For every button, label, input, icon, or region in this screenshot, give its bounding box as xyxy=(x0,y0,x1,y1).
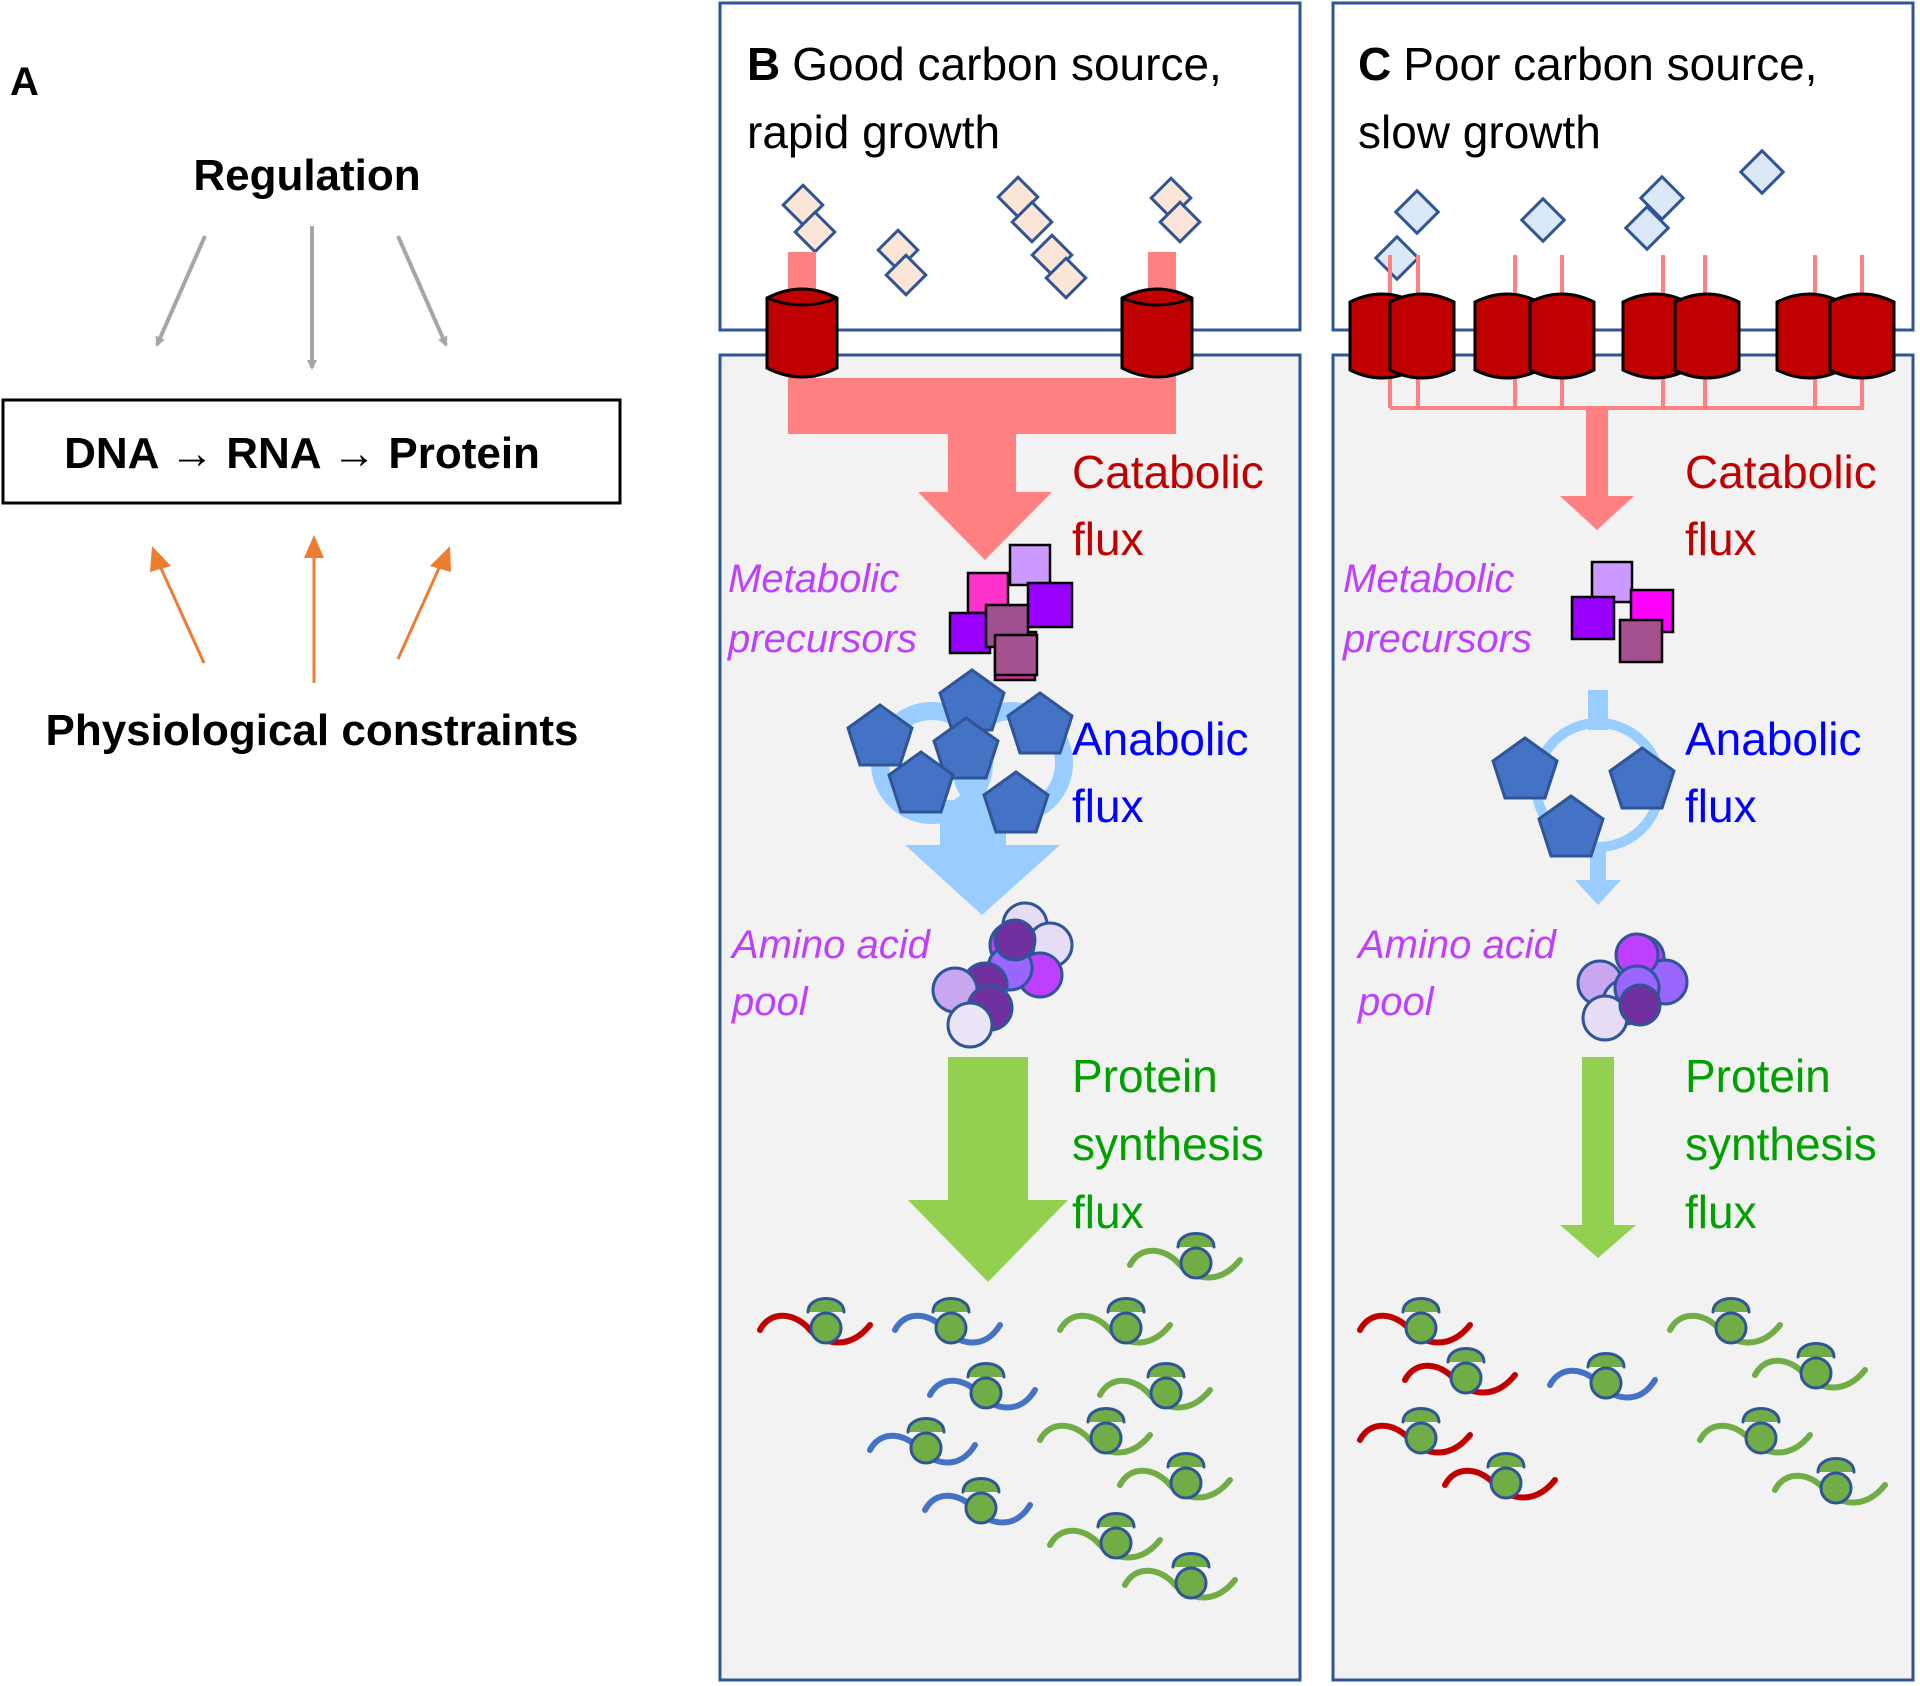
panel-b-aa-label-2: pool xyxy=(731,980,809,1024)
panel-b-synth-label-3: flux xyxy=(1072,1186,1144,1238)
metabolic-precursors xyxy=(948,543,1074,682)
central-dogma-label: DNA → RNA → Protein xyxy=(64,429,540,478)
panel-b-title-line2: rapid growth xyxy=(747,106,1000,158)
ribosomes xyxy=(757,1232,1243,1601)
panel-b-anabolic-label-1: Anabolic xyxy=(1072,713,1248,765)
constraint-arrow-right xyxy=(396,565,442,660)
panel-b-aa-label-1: Amino acid xyxy=(730,923,932,967)
panel-b-synth-label-1: Protein xyxy=(1072,1050,1218,1102)
transporter-2 xyxy=(1120,287,1194,379)
constraint-arrow-left xyxy=(158,565,206,664)
panel-c-synth-label-1: Protein xyxy=(1685,1050,1831,1102)
regulation-arrows xyxy=(155,226,448,370)
panel-a: A Regulation DNA → RNA → Protein Physiol… xyxy=(1,60,622,755)
protein-synthesis-flux-arrow xyxy=(908,1057,1068,1282)
metabolic-precursors-poor xyxy=(1570,560,1675,664)
enzymes xyxy=(846,668,1074,834)
panel-a-letter: A xyxy=(10,60,39,104)
enzymes-poor xyxy=(1491,736,1676,858)
catabolic-flux-arrow-poor xyxy=(1560,406,1634,530)
transporters xyxy=(765,287,1194,379)
ribosomes-poor xyxy=(1357,1297,1888,1506)
panel-c-anabolic-label-1: Anabolic xyxy=(1685,713,1861,765)
protein-synthesis-flux-arrow-poor xyxy=(1560,1057,1636,1258)
constraint-arrows xyxy=(150,535,451,683)
panel-c-catabolic-label-1: Catabolic xyxy=(1685,446,1877,498)
panel-c-catabolic-label-2: flux xyxy=(1685,513,1757,565)
regulation-label: Regulation xyxy=(193,151,420,200)
panel-c-synth-label-3: flux xyxy=(1685,1186,1757,1238)
panel-b-precursors-label-2: precursors xyxy=(727,617,917,661)
transporters-many xyxy=(1348,292,1896,380)
amino-acid-pool xyxy=(931,901,1074,1049)
panel-b-synth-label-2: synthesis xyxy=(1072,1118,1264,1170)
panel-c-precursors-label-2: precursors xyxy=(1342,617,1532,661)
panel-c-aa-label-2: pool xyxy=(1357,980,1435,1024)
panel-b-precursors-label-1: Metabolic xyxy=(728,557,899,601)
panel-b-anabolic-label-2: flux xyxy=(1072,780,1144,832)
panel-c-precursors-label-1: Metabolic xyxy=(1343,557,1514,601)
constraints-label: Physiological constraints xyxy=(45,706,578,755)
panel-b-catabolic-label-1: Catabolic xyxy=(1072,446,1264,498)
central-dogma-box xyxy=(1,398,622,505)
amino-acid-pool-poor xyxy=(1576,932,1689,1042)
panel-c-anabolic-label-2: flux xyxy=(1685,780,1757,832)
regulation-arrow-right xyxy=(396,235,448,347)
panel-c-aa-label-1: Amino acid xyxy=(1356,923,1558,967)
regulation-arrow-left xyxy=(155,235,207,347)
panel-b-environment-box xyxy=(718,1,1302,332)
transporter-1 xyxy=(765,287,839,379)
nutrient-molecules-poor xyxy=(1373,148,1786,282)
panel-c-title-line2: slow growth xyxy=(1358,106,1601,158)
nutrient-molecules xyxy=(781,175,1202,300)
panel-c-synth-label-2: synthesis xyxy=(1685,1118,1877,1170)
panel-b-catabolic-label-2: flux xyxy=(1072,513,1144,565)
